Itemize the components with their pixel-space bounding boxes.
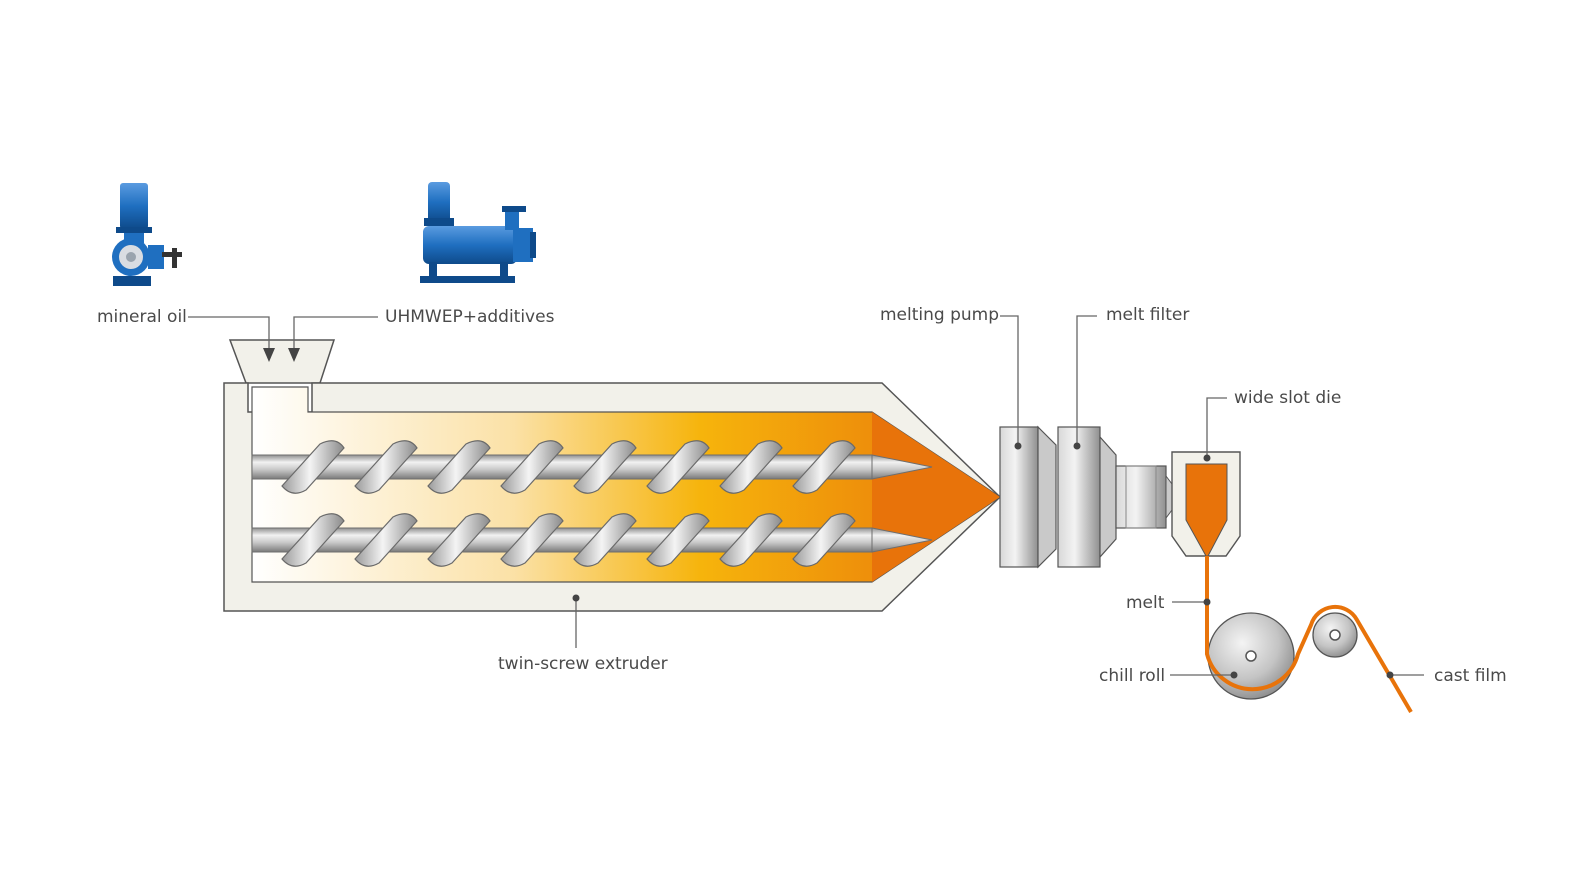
melting-pump-dot (1014, 442, 1022, 450)
screw-flight-upper (354, 440, 418, 494)
label-uhmwpe-additives: UHMWEP+additives (385, 307, 555, 327)
melt-filter-leader (1076, 315, 1097, 446)
screw-tip-lower (871, 527, 933, 553)
screw-flight-lower (427, 513, 491, 567)
label-melting-pump: melting pump (880, 305, 999, 325)
melt-filter-dot (1073, 442, 1081, 450)
screw-flight-lower (646, 513, 710, 567)
screw-flight-lower (354, 513, 418, 567)
screw-shaft-lower (251, 527, 873, 553)
diaphragm-pump-icon (112, 183, 182, 286)
screw-flight-lower (500, 513, 564, 567)
cast-film-dot (1386, 671, 1394, 679)
feed-arrows (188, 316, 378, 362)
label-melt-filter: melt filter (1106, 305, 1189, 325)
label-melt: melt (1126, 593, 1165, 613)
screw-flight-upper (281, 440, 345, 494)
screw-flight-lower (792, 513, 856, 567)
screw-flight-lower (281, 513, 345, 567)
screw-flight-upper (427, 440, 491, 494)
melting-pump (999, 425, 1057, 569)
screw-flight-upper (646, 440, 710, 494)
take-off-roll-axle (1329, 629, 1341, 641)
screw-flight-upper (719, 440, 783, 494)
screw-flight-upper (500, 440, 564, 494)
screw-flight-upper (573, 440, 637, 494)
screw-tip-upper (871, 454, 933, 480)
melt-dot (1203, 598, 1211, 606)
centrifugal-pump-icon (420, 182, 536, 283)
melt-filter (1057, 426, 1173, 568)
label-wide-slot-die: wide slot die (1234, 388, 1341, 408)
screw-shaft-upper (251, 454, 873, 480)
label-cast-film: cast film (1434, 666, 1507, 686)
label-mineral-oil: mineral oil (97, 307, 187, 327)
screw-flight-lower (719, 513, 783, 567)
feed-hopper (228, 339, 336, 384)
wide-slot-die-leader (1206, 397, 1227, 458)
wide-slot-die-dot (1203, 454, 1211, 462)
screw-flight-lower (573, 513, 637, 567)
chill-roll-dot (1230, 671, 1238, 679)
label-chill-roll: chill roll (1099, 666, 1165, 686)
label-twin-screw-extruder: twin-screw extruder (498, 654, 668, 674)
cast-film-path (1205, 556, 1413, 714)
wide-slot-die (1171, 451, 1241, 557)
screw-flight-upper (792, 440, 856, 494)
twin-screws (251, 440, 933, 567)
extruder-dot (572, 594, 580, 602)
chill-roll-axle (1245, 650, 1257, 662)
melting-pump-leader (1000, 315, 1019, 446)
